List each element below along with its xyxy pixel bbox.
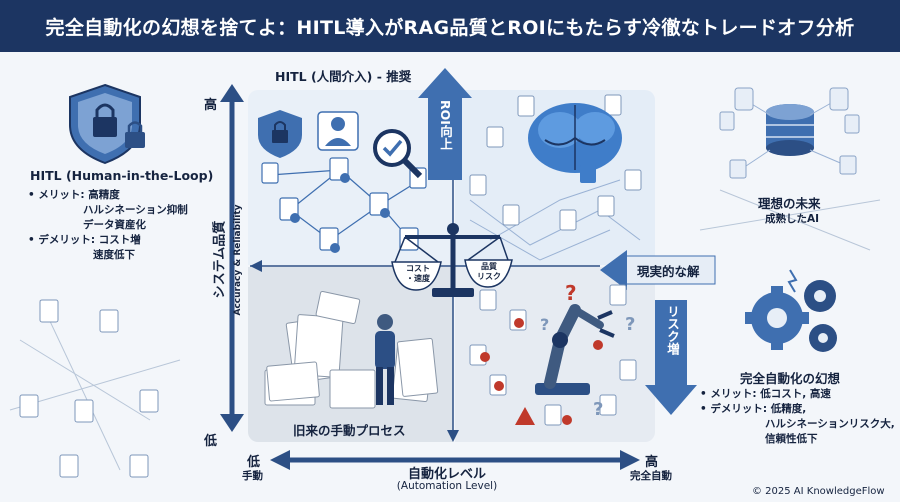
- full-auto-details: • メリット: 低コスト, 高速 • デメリット: 低精度, ハルシネーションリ…: [700, 388, 895, 445]
- roi-arrow-label: ROI向上: [438, 100, 453, 150]
- svg-text:?: ?: [540, 315, 549, 334]
- user-icon: [317, 111, 359, 151]
- background-network-right: [699, 189, 881, 251]
- y-axis-title: システム品質 Accuracy & Reliability: [212, 204, 244, 316]
- ideal-network: [469, 179, 641, 261]
- database-icon: [766, 104, 814, 156]
- hitl-documents: [261, 157, 427, 251]
- scale-left-label: コスト ・速度: [406, 264, 430, 283]
- x-axis-low: 低: [247, 455, 261, 470]
- svg-text:?: ?: [625, 314, 635, 335]
- ideal-documents: [469, 94, 642, 231]
- ideal-side-stacks: [719, 87, 860, 179]
- y-axis-arrow-up: [220, 84, 244, 102]
- question-mark-icon: ?: [565, 281, 577, 305]
- roi-arrow: [418, 68, 472, 180]
- check-badges: [290, 173, 390, 253]
- y-axis-high: 高: [204, 98, 218, 113]
- scales-icon: [391, 223, 513, 297]
- x-axis-high: 高: [645, 455, 659, 470]
- x-axis-arrow-right: [620, 450, 640, 470]
- svg-text:?: ?: [593, 399, 603, 420]
- realistic-solution-arrow: [600, 250, 716, 290]
- y-axis-arrow-down: [220, 414, 244, 432]
- gears-icon: [745, 269, 837, 352]
- background-network-left: [9, 299, 181, 471]
- small-shield-icon: [258, 110, 302, 158]
- x-axis-arrow-left: [270, 450, 290, 470]
- hitl-box-details: • メリット: 高精度 ハルシネーション抑制 データ資産化 • デメリット: コ…: [28, 189, 188, 261]
- page-title: 完全自動化の幻想を捨てよ：HITL導入がRAG品質とROIにもたらす冷徹なトレー…: [45, 16, 855, 39]
- copyright: © 2025 AI KnowledgeFlow: [752, 486, 885, 497]
- risk-arrow-label: リスク増: [665, 305, 680, 355]
- document-stack-icon: [264, 290, 439, 409]
- legacy-quadrant-title: 旧来の手動プロセス: [293, 423, 406, 438]
- risk-arrow: [645, 300, 697, 415]
- person-icon: [375, 314, 395, 405]
- x-axis-title: 自動化レベル: [407, 467, 486, 482]
- ideal-future-subtitle: 成熟したAI: [765, 213, 820, 225]
- realistic-solution-label: 現実的な解: [637, 264, 700, 279]
- brain-icon: [528, 103, 622, 183]
- error-marks: [480, 318, 603, 425]
- background-docs-left: [19, 299, 159, 478]
- x-axis-high-sub: 完全自動: [630, 470, 672, 482]
- full-auto-title: 完全自動化の幻想: [740, 371, 841, 386]
- robot-arm-icon: [535, 304, 615, 395]
- scale-right-label: 品質 リスク: [477, 262, 501, 281]
- hitl-quadrant-title: HITL (人間介入) - 推奨: [275, 69, 412, 84]
- warning-icon: [515, 407, 535, 425]
- title-banner: 完全自動化の幻想を捨てよ：HITL導入がRAG品質とROIにもたらす冷徹なトレー…: [0, 0, 900, 52]
- shield-lock-icon: [69, 83, 145, 165]
- y-axis-low: 低: [204, 434, 218, 449]
- magnifier-check-icon: [373, 129, 423, 179]
- x-axis-low-sub: 手動: [242, 470, 263, 482]
- ideal-future-title: 理想の未来: [758, 196, 821, 211]
- hitl-box-title: HITL (Human-in-the-Loop): [30, 168, 214, 183]
- x-axis-title-en: (Automation Level): [396, 480, 498, 492]
